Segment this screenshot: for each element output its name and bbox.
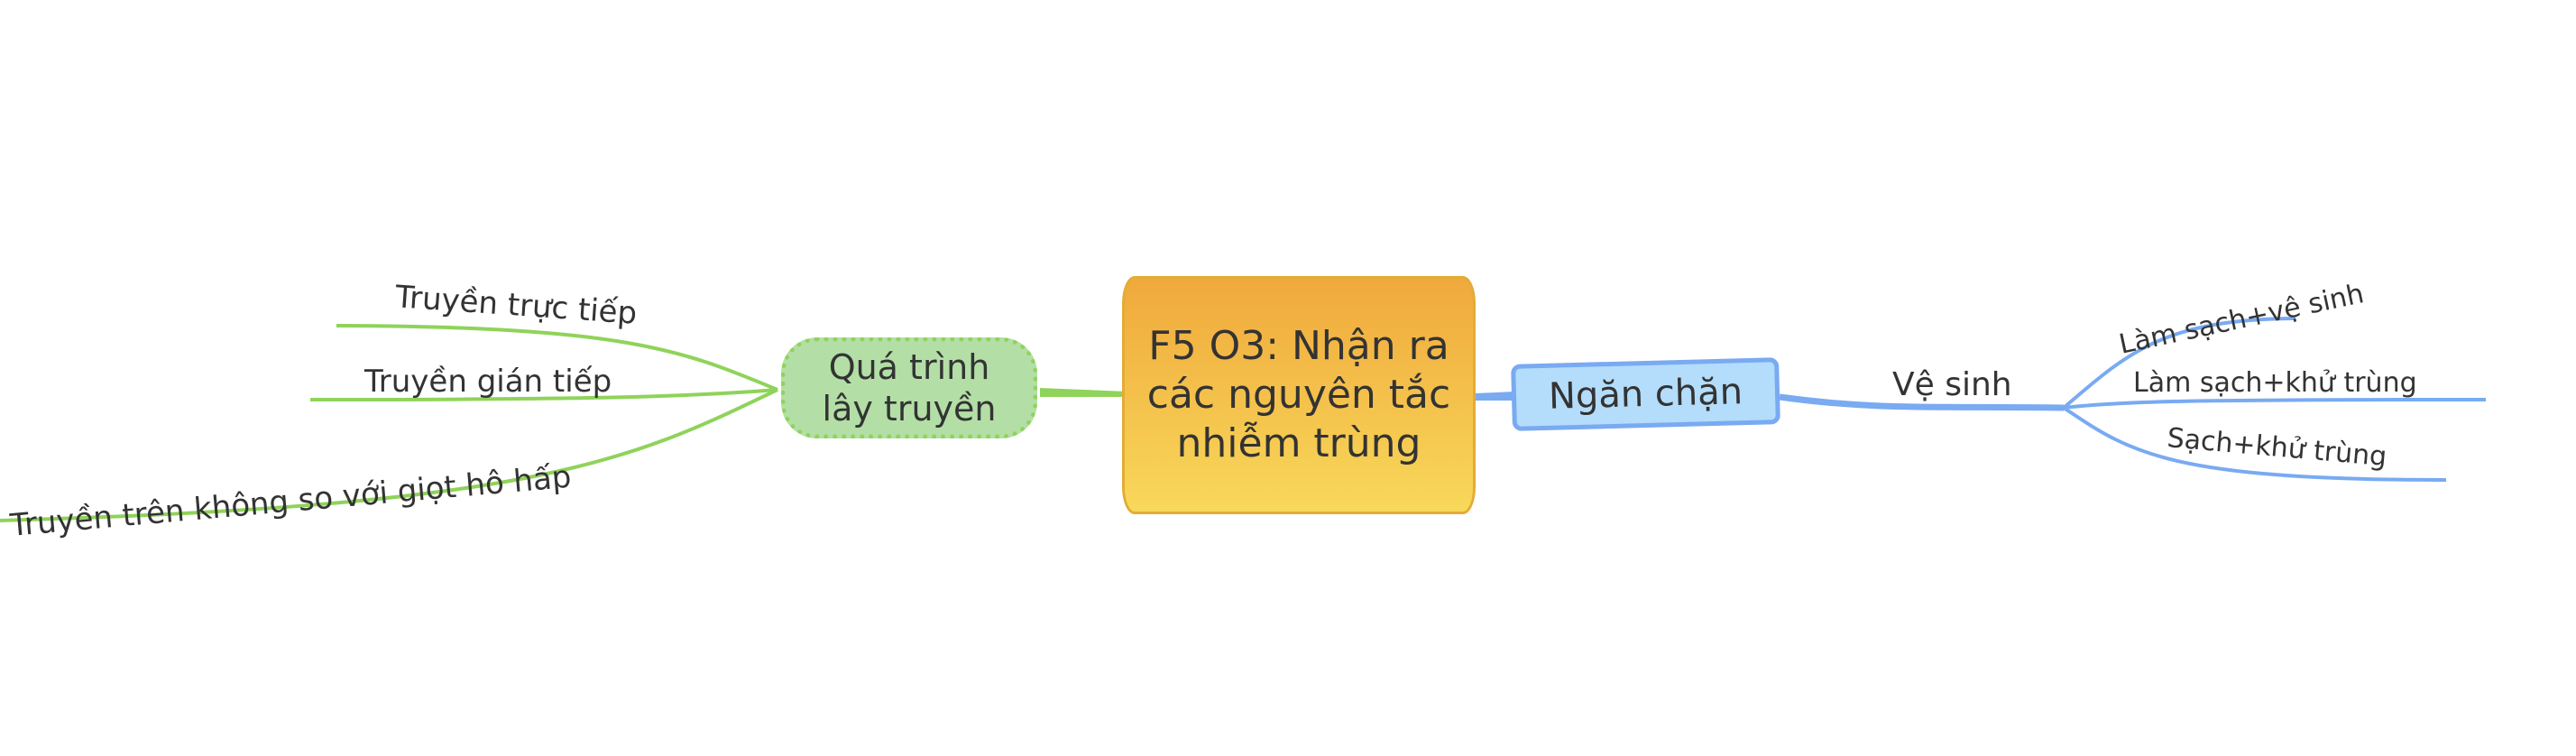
topic-qua-trinh-lay-truyen[interactable]: Quá trình lây truyền: [781, 337, 1037, 438]
connector-truyen-tren-khong: [0, 388, 778, 522]
topic-line: Quá trình: [828, 347, 990, 387]
central-topic-line: các nguyên tắc: [1146, 372, 1451, 418]
leaf-lam-sach-ve-sinh[interactable]: Làm sạch+vệ sinh: [2116, 278, 2367, 361]
subtopic-ve-sinh[interactable]: Vệ sinh: [1892, 366, 2012, 403]
topic-label: Ngăn chặn: [1548, 371, 1743, 418]
connector-lam-sach-ve-sinh: [2062, 317, 2296, 410]
connector-truyen-truc-tiep: [336, 324, 778, 392]
central-topic-line: F5 O3: Nhận ra: [1148, 323, 1449, 369]
leaf-truyen-gian-tiep[interactable]: Truyền gián tiếp: [363, 364, 612, 400]
connector-truyen-gian-tiep: [309, 388, 778, 401]
leaf-truyen-truc-tiep[interactable]: Truyền trực tiếp: [393, 279, 638, 332]
connector-central-right: [1476, 392, 1515, 401]
connector-sach-khu-trung: [2062, 406, 2447, 482]
connector-lam-sach-khu-trung: [2063, 398, 2487, 410]
topic-line: lây truyền: [822, 389, 997, 429]
central-topic-line: nhiễm trùng: [1176, 420, 1421, 466]
connector-central-left: [1040, 388, 1127, 397]
leaf-lam-sach-khu-trung[interactable]: Làm sạch+khử trùng: [2133, 367, 2417, 399]
central-topic[interactable]: F5 O3: Nhận ra các nguyên tắc nhiễm trùn…: [1122, 276, 1476, 514]
leaf-truyen-tren-khong[interactable]: Truyền trên không so với giọt hô hấp: [8, 459, 573, 544]
topic-ngan-chan[interactable]: Ngăn chặn: [1511, 357, 1780, 431]
connector-ve-sinh: [1779, 393, 2065, 411]
